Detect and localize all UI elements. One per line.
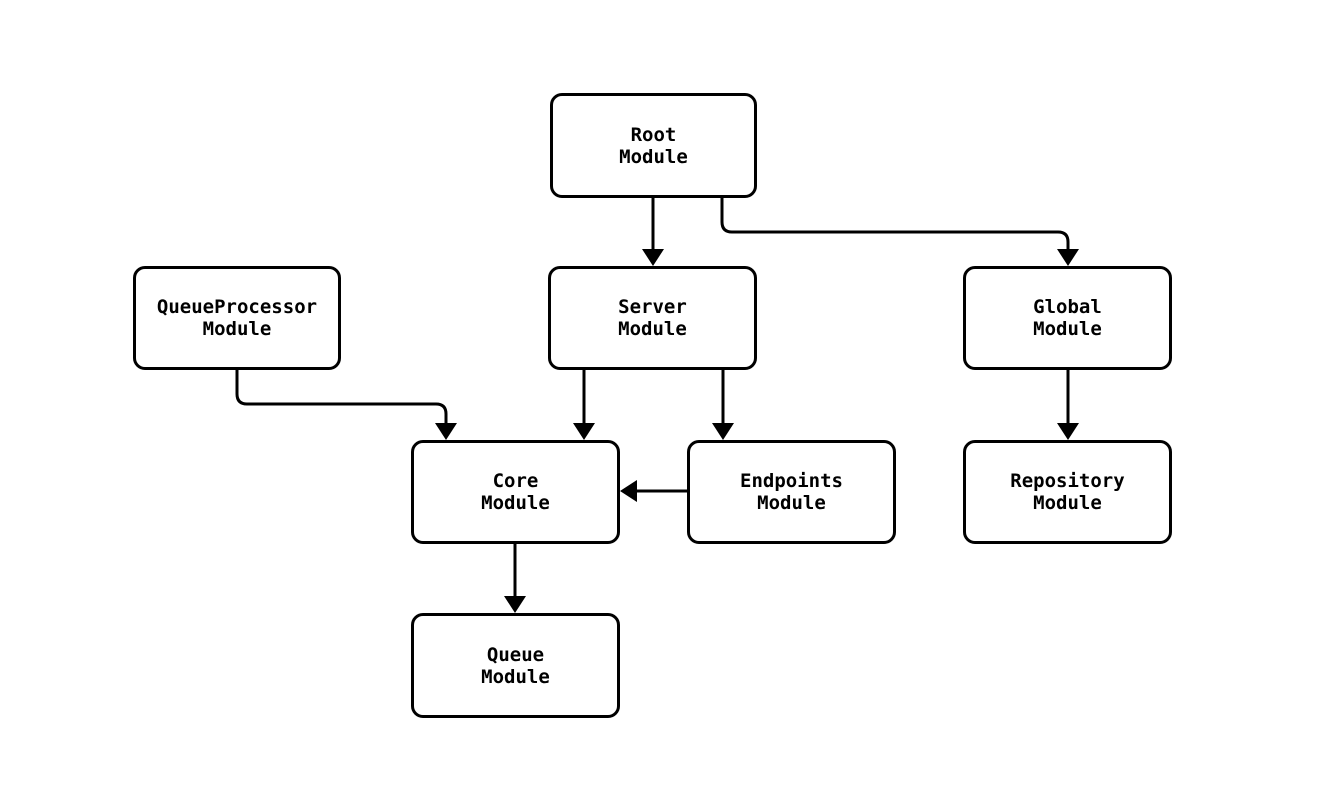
node-server-module[interactable]: Server Module: [548, 266, 757, 370]
arrowhead-global-to-repository: [1057, 423, 1079, 440]
edge-queueprocessor-to-core: [235, 370, 448, 425]
node-server-module-label: Server Module: [618, 296, 687, 340]
node-root-module-label: Root Module: [619, 123, 688, 168]
node-repository-module-label: Repository Module: [1010, 470, 1125, 514]
edge-root-to-global: [720, 198, 1070, 251]
node-queue-module-label: Queue Module: [481, 643, 550, 688]
arrowhead-core-to-queue: [504, 596, 526, 613]
node-repository-module[interactable]: Repository Module: [963, 440, 1172, 544]
arrowhead-server-to-endpoints: [712, 423, 734, 440]
node-queue-module[interactable]: Queue Module: [411, 613, 620, 718]
arrowhead-queueprocessor-to-core: [435, 423, 457, 440]
node-queueprocessor-module[interactable]: QueueProcessor Module: [133, 266, 341, 370]
arrowhead-endpoints-to-core: [620, 480, 637, 502]
node-queueprocessor-module-label: QueueProcessor Module: [156, 296, 318, 340]
node-endpoints-module[interactable]: Endpoints Module: [687, 440, 896, 544]
node-core-module-label: Core Module: [481, 470, 550, 514]
node-global-module-label: Global Module: [1033, 296, 1102, 340]
arrowhead-server-to-core: [573, 423, 595, 440]
node-endpoints-module-label: Endpoints Module: [740, 470, 843, 514]
node-root-module[interactable]: Root Module: [550, 93, 757, 198]
node-core-module[interactable]: Core Module: [411, 440, 620, 544]
arrowhead-root-to-global: [1057, 249, 1079, 266]
node-global-module[interactable]: Global Module: [963, 266, 1172, 370]
arrowhead-root-to-server: [642, 249, 664, 266]
